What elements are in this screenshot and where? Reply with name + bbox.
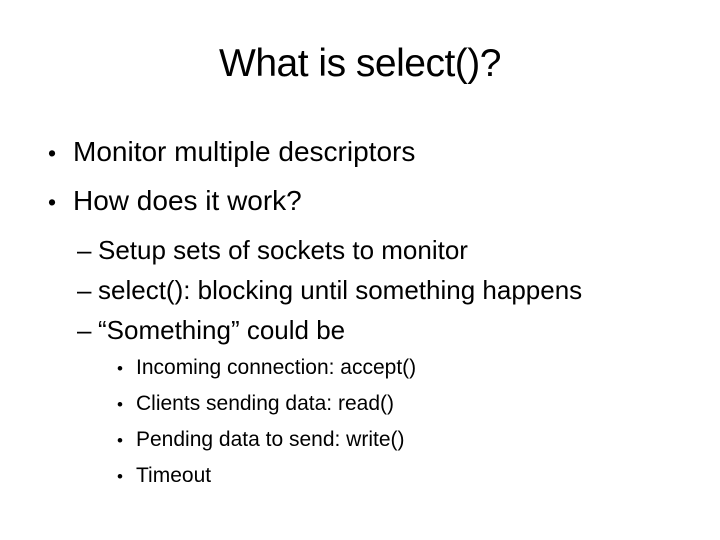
bullet-row-l2: – “Something” could be xyxy=(48,310,708,350)
bullet-row-l1: • How does it work? xyxy=(48,177,708,226)
bullet-text: select(): blocking until something happe… xyxy=(98,275,583,305)
bullet-marker: • xyxy=(117,431,123,450)
bullet-row-l2: – select(): blocking until something hap… xyxy=(48,270,708,310)
bullet-text: Incoming connection: accept() xyxy=(136,356,417,379)
dash-marker: – xyxy=(77,275,92,305)
slide-body: • Monitor multiple descriptors • How doe… xyxy=(48,128,708,494)
bullet-text: Clients sending data: read() xyxy=(136,392,394,415)
bullet-row-l1: • Monitor multiple descriptors xyxy=(48,128,708,177)
bullet-row-l3: • Incoming connection: accept() xyxy=(48,350,708,386)
bullet-text: How does it work? xyxy=(73,185,302,216)
bullet-text: “Something” could be xyxy=(98,315,346,345)
dash-marker: – xyxy=(77,235,92,265)
bullet-marker: • xyxy=(48,189,57,215)
bullet-row-l3: • Timeout xyxy=(48,458,708,494)
bullet-text: Setup sets of sockets to monitor xyxy=(98,235,468,265)
bullet-marker: • xyxy=(48,140,57,166)
bullet-text: Monitor multiple descriptors xyxy=(73,136,416,167)
dash-marker: – xyxy=(77,315,92,345)
bullet-row-l3: • Pending data to send: write() xyxy=(48,422,708,458)
bullet-text: Pending data to send: write() xyxy=(136,428,405,451)
bullet-text: Timeout xyxy=(136,464,212,487)
bullet-marker: • xyxy=(117,359,123,378)
bullet-marker: • xyxy=(117,395,123,414)
bullet-marker: • xyxy=(117,467,123,486)
bullet-row-l2: – Setup sets of sockets to monitor xyxy=(48,230,708,270)
bullet-row-l3: • Clients sending data: read() xyxy=(48,386,708,422)
slide-title: What is select()? xyxy=(219,42,501,85)
